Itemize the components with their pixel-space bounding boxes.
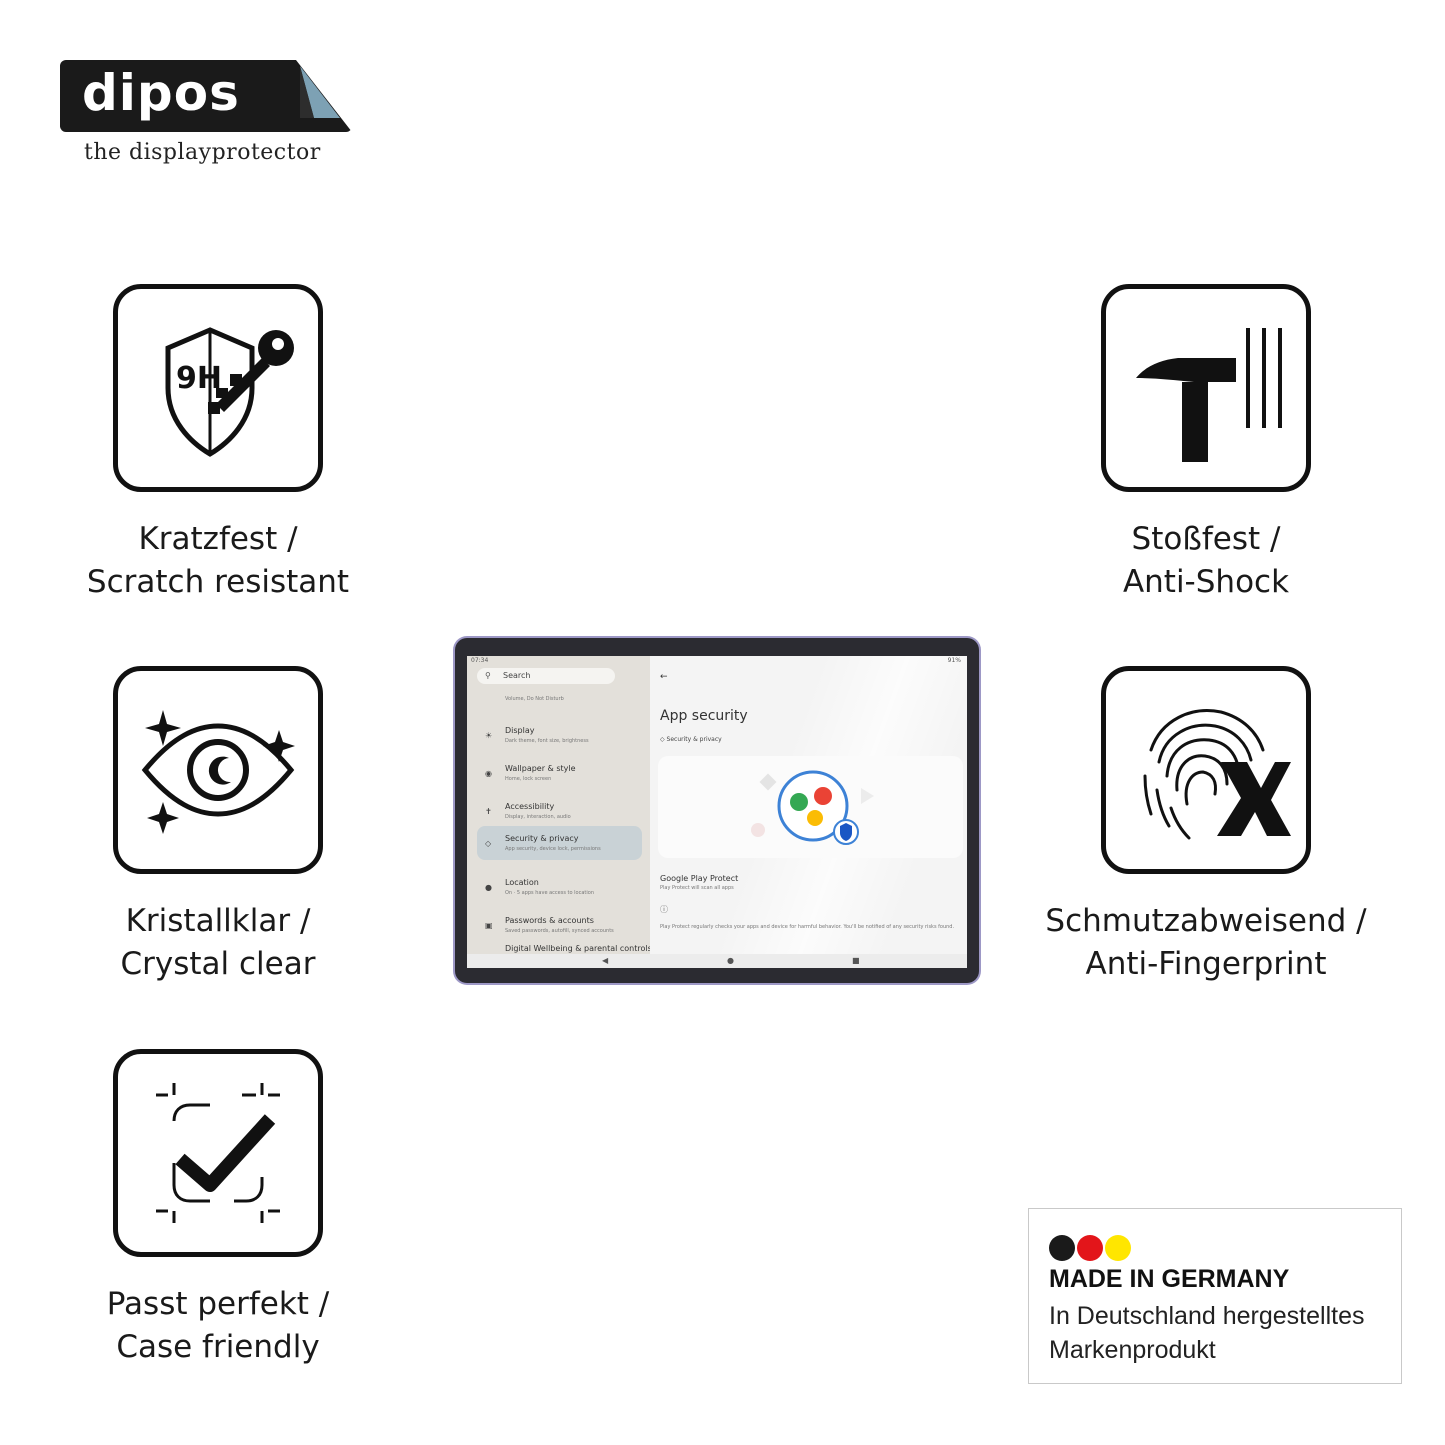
menu-item-sub: App security, device lock, permissions [505,846,601,852]
logo-badge: dipos [60,60,352,132]
feature-label-de: Kratzfest / [138,521,298,557]
shock-tile [1101,284,1311,492]
sidebar-item-sound[interactable]: Volume, Do Not Disturb [477,682,642,716]
menu-item-sub: Display, interaction, audio [505,814,571,820]
status-time: 07:34 [471,657,489,664]
page-title: App security [660,708,748,724]
accessibility-icon: ✝ [485,807,492,816]
menu-item-title: Wallpaper & style [505,764,576,773]
play-protect-title[interactable]: Google Play Protect [660,874,739,883]
feature-label-en: Case friendly [116,1329,320,1365]
feature-label-de: Stoßfest / [1131,521,1281,557]
shield-icon: ◇ [485,839,492,848]
play-protect-sub: Play Protect will scan all apps [660,885,734,891]
menu-item-sub: Saved passwords, autofill, synced accoun… [505,928,614,934]
eye-sparkle-icon [141,710,295,834]
feature-scratch-resistant: 9H Kratzfest / Scratch resistant [28,284,408,604]
menu-item-title: Security & privacy [505,834,579,843]
sidebar-item-location[interactable]: ● Location On · 5 apps have access to lo… [477,870,642,904]
sidebar-item-wellbeing[interactable]: Digital Wellbeing & parental controls [477,938,652,968]
menu-item-sub: Dark theme, font size, brightness [505,738,589,744]
nav-home-icon[interactable]: ● [727,956,734,965]
flag-dot-gold [1105,1235,1131,1261]
feature-case-friendly: Passt perfekt / Case friendly [28,1049,408,1369]
page-curl-icon [296,60,352,132]
feature-anti-shock: Stoßfest / Anti-Shock [1016,284,1396,604]
menu-item-title: Digital Wellbeing & parental controls [505,944,652,953]
feature-label-de: Schmutzabweisend / [1045,903,1367,939]
settings-search[interactable]: ⚲ Search [477,668,615,684]
location-pin-icon: ● [485,883,492,892]
display-icon: ☀ [485,731,493,740]
feature-label-en: Crystal clear [120,946,316,982]
clear-tile [113,666,323,874]
menu-item-title: Location [505,878,539,887]
app-security-illustration [751,770,874,845]
system-navbar: ◀ ● ■ [467,954,967,968]
svg-text:9H: 9H [176,361,222,396]
settings-content: 91% ← App security ◇ Security & privacy … [650,656,967,968]
sidebar-item-wallpaper[interactable]: ◉ Wallpaper & style Home, lock screen [477,756,642,790]
menu-item-sub: Volume, Do Not Disturb [505,696,564,702]
shield-key-icon: 9H [165,327,294,457]
search-placeholder: Search [503,671,531,680]
feature-label-en: Scratch resistant [86,564,350,600]
tablet-screen: 07:34 ⚲ Search Volume, Do Not Disturb ☀ … [467,656,967,968]
settings-sidebar: 07:34 ⚲ Search Volume, Do Not Disturb ☀ … [467,656,652,968]
logo-tagline: the displayprotector [84,140,321,165]
checkmark-frame-icon [156,1083,280,1223]
battery-status: 91% [947,657,961,664]
menu-item-title: Accessibility [505,802,555,811]
feature-crystal-clear: Kristallklar / Crystal clear [28,666,408,986]
made-in-germany-title: MADE IN GERMANY [1049,1265,1290,1293]
made-in-germany-line2: Markenprodukt [1049,1336,1216,1364]
case-tile [113,1049,323,1257]
flag-dot-red [1077,1235,1103,1261]
logo-wordmark: dipos [82,64,240,122]
key-icon: ▣ [485,921,493,930]
feature-label-de: Kristallklar / [125,903,311,939]
tablet-device: 07:34 ⚲ Search Volume, Do Not Disturb ☀ … [455,638,979,983]
brand-logo: dipos the displayprotector [60,60,360,180]
menu-item-title: Passwords & accounts [505,916,594,925]
feature-label-en: Anti-Fingerprint [1085,946,1327,982]
search-icon: ⚲ [485,671,491,680]
nav-recents-icon[interactable]: ■ [852,956,860,965]
menu-item-sub: Home, lock screen [505,776,552,782]
hammer-icon [1136,328,1282,462]
play-protect-description: Play Protect regularly checks your apps … [660,924,955,930]
menu-item-sub: On · 5 apps have access to location [505,890,594,896]
flag-dot-black [1049,1235,1075,1261]
made-in-germany-badge: MADE IN GERMANY In Deutschland hergestel… [1028,1208,1402,1384]
sidebar-item-accessibility[interactable]: ✝ Accessibility Display, interaction, au… [477,794,642,828]
back-arrow-icon[interactable]: ← [660,672,668,682]
feature-label-en: Anti-Shock [1122,564,1290,600]
scratch-tile: 9H [113,284,323,492]
feature-label-de: Passt perfekt / [106,1286,330,1322]
sidebar-item-passwords[interactable]: ▣ Passwords & accounts Saved passwords, … [477,908,642,942]
nav-back-icon[interactable]: ◀ [602,956,609,965]
info-icon: ⓘ [660,905,668,914]
sidebar-item-security[interactable]: ◇ Security & privacy App security, devic… [477,826,642,860]
palette-icon: ◉ [485,769,492,778]
made-in-germany-subtitle: In Deutschland hergestelltes Markenprodu… [1049,1299,1364,1367]
menu-item-title: Display [505,726,535,735]
breadcrumb-label: Security & privacy [666,736,722,743]
fingerprint-x-icon [1143,709,1291,840]
breadcrumb[interactable]: ◇ Security & privacy [660,736,722,743]
security-illustration [658,756,963,858]
fingerprint-tile [1101,666,1311,874]
feature-anti-fingerprint: Schmutzabweisend / Anti-Fingerprint [1016,666,1396,986]
sidebar-item-display[interactable]: ☀ Display Dark theme, font size, brightn… [477,718,642,752]
made-in-germany-line1: In Deutschland hergestelltes [1049,1302,1365,1330]
